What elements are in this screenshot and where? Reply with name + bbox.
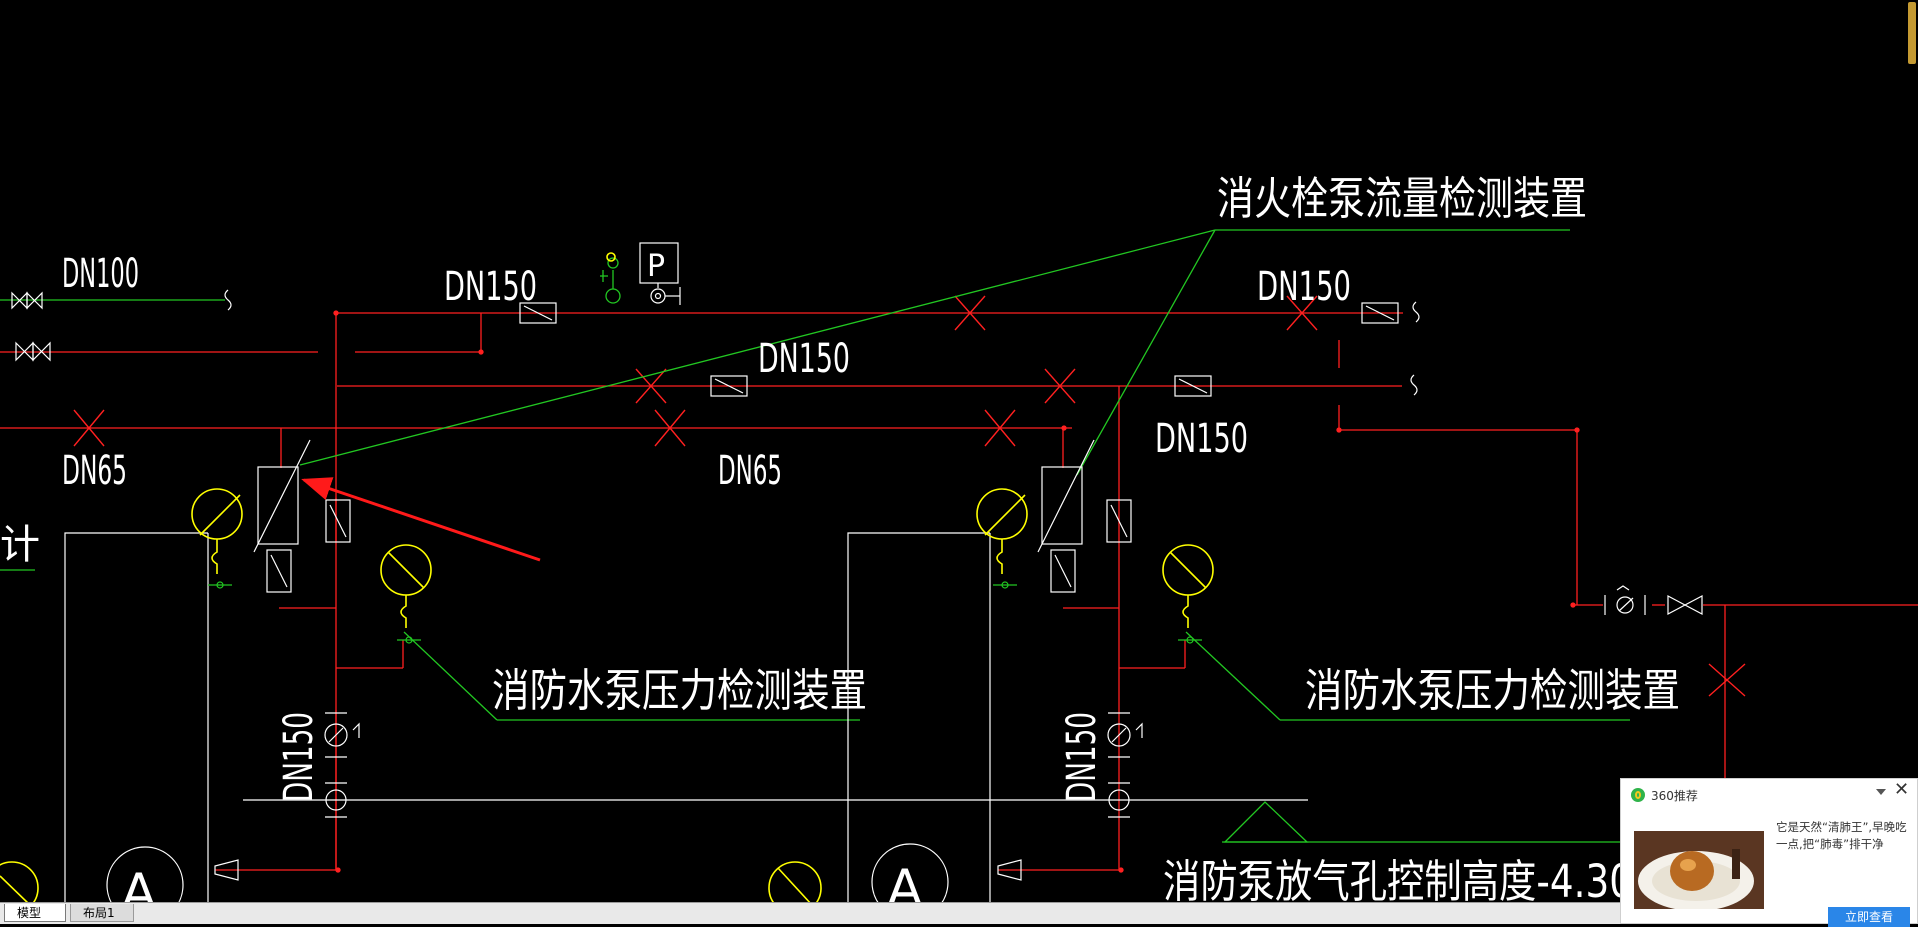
chevron-down-icon[interactable] [1874,785,1888,799]
pipe-label-dn65-left: DN65 [62,448,127,494]
vertical-scroll-thumb[interactable] [1908,2,1916,64]
popup-ad-text[interactable]: 它是天然“清肺王”,早晚吃一点,把“肺毒”排干净 [1776,820,1907,851]
pipe-label-dn150-right: DN150 [1155,416,1248,462]
view-now-button[interactable]: 立即查看 [1828,907,1910,927]
label-pressure-device-right: 消防水泵压力检测装置 [1305,664,1680,717]
label-vent-height: 消防泵放气孔控制高度-4.30 [1163,855,1633,908]
360-logo-icon [1631,788,1645,802]
leader-lines [0,229,1630,843]
pipe-label-dn150-vert-left: DN150 [276,712,322,802]
tab-model[interactable]: 模型 [4,904,66,922]
food-thumbnail[interactable] [1634,831,1764,909]
pipe-label-dn150-mid: DN150 [758,336,850,382]
pipe-label-dn150-top-left: DN150 [444,264,537,310]
pressure-switch-letter: P [647,249,665,284]
label-flow-device: 消火栓泵流量检测装置 [1217,172,1587,225]
tab-layout1[interactable]: 布局1 [70,904,134,922]
pipe-label-dn150-top-right: DN150 [1257,264,1351,310]
pipe-cut-marks [73,295,1746,697]
pressure-gauges [0,252,1214,915]
pipe-label-dn65-mid: DN65 [718,448,782,494]
recommendation-popup: 360推荐 ✕ 它是天然“清肺王”,早晚吃一点,把“肺毒”排干净 立即查看 [1620,778,1918,927]
gauge-fittings [208,581,1202,644]
label-pressure-device-left: 消防水泵压力检测装置 [492,664,867,717]
pipe-label-dn150-vert-right: DN150 [1059,712,1105,802]
close-icon[interactable]: ✕ [1894,779,1910,800]
popup-title: 360推荐 [1651,789,1698,803]
equipment-linework [11,242,1703,924]
label-partial: 计 [0,522,40,568]
pipe-label-dn100: DN100 [62,251,139,297]
annotation-arrow [301,477,541,562]
layout-tab-bar: 模型 布局1 [0,902,1918,924]
food-image-graphic [1634,831,1764,909]
